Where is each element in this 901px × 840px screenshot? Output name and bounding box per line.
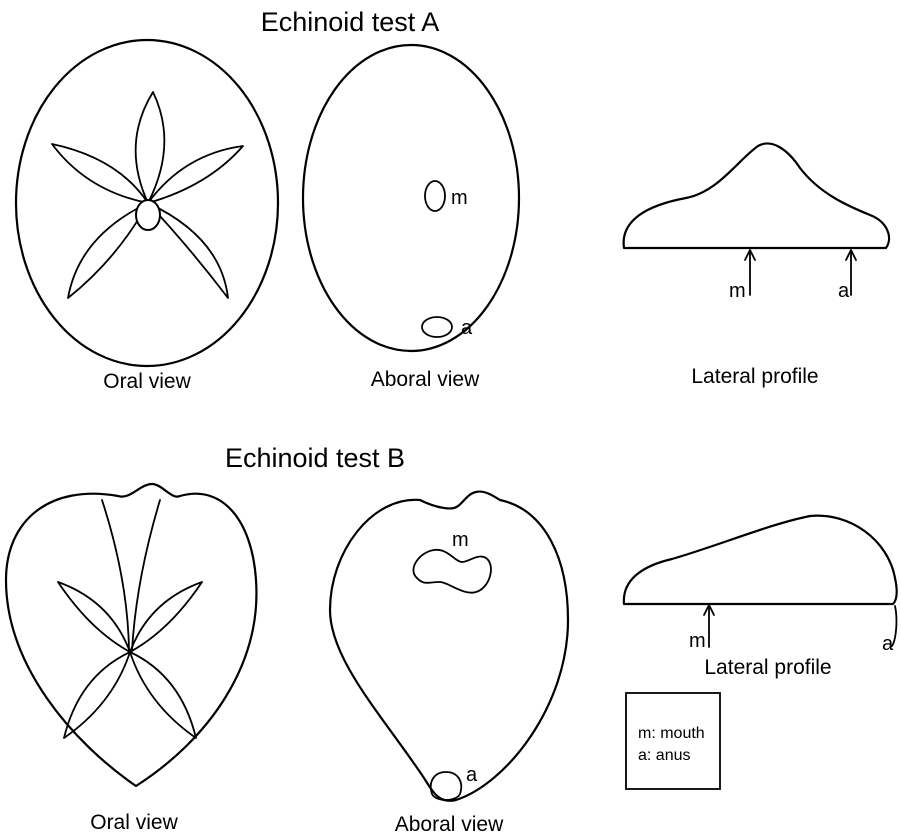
test-b-oral-view xyxy=(6,484,256,786)
test-b-lateral-profile: m a xyxy=(624,516,897,655)
test-a-lateral-caption: Lateral profile xyxy=(691,365,818,388)
test-b-oral-caption: Oral view xyxy=(90,811,178,834)
test-b-lateral-mouth-label: m xyxy=(689,630,706,652)
test-a-aboral-caption: Aboral view xyxy=(371,368,480,391)
petal xyxy=(130,652,196,738)
petal xyxy=(64,652,130,738)
test-b-lateral-outline xyxy=(624,516,897,604)
test-a-title: Echinoid test A xyxy=(261,7,440,37)
test-a-lateral-outline xyxy=(624,143,889,248)
test-b-aboral-mouth xyxy=(413,550,491,593)
petal xyxy=(130,582,202,652)
test-b-oral-groove xyxy=(102,500,129,651)
test-a-aboral-mouth xyxy=(425,181,445,211)
test-a-oral-petals xyxy=(52,92,243,298)
test-a-aboral-anus-label: a xyxy=(461,317,473,339)
test-a-aboral-anus xyxy=(422,317,452,337)
test-b-title: Echinoid test B xyxy=(225,443,405,473)
test-a-lateral-profile: m a xyxy=(624,143,889,302)
legend-mouth: m: mouth xyxy=(638,725,705,742)
test-a-oral-mouth xyxy=(136,200,160,230)
legend-anus: a: anus xyxy=(638,747,690,764)
petal xyxy=(58,582,130,652)
test-b-lateral-caption: Lateral profile xyxy=(704,656,831,679)
test-b-aboral-view: m a xyxy=(330,492,568,801)
test-b-aboral-caption: Aboral view xyxy=(395,813,504,836)
test-b-aboral-outline xyxy=(330,492,568,801)
test-a-aboral-view: m a xyxy=(303,45,519,351)
test-b-oral-groove xyxy=(132,500,160,651)
test-b-oral-outline xyxy=(6,484,256,786)
test-a-oral-view xyxy=(16,40,278,366)
test-b-aboral-mouth-label: m xyxy=(452,529,469,551)
test-a-aboral-mouth-label: m xyxy=(451,187,468,209)
test-a-lateral-mouth-label: m xyxy=(729,280,746,302)
petal xyxy=(148,146,243,203)
test-b-aboral-anus xyxy=(431,772,461,800)
legend: m: mouth a: anus xyxy=(626,693,720,789)
test-b-aboral-anus-label: a xyxy=(466,764,478,786)
test-b-oral-petals xyxy=(58,582,202,738)
petal xyxy=(52,144,148,203)
petal xyxy=(136,92,165,203)
test-a-lateral-anus-label: a xyxy=(838,280,850,302)
test-a-oral-caption: Oral view xyxy=(103,370,191,393)
test-a-aboral-outline xyxy=(303,45,519,351)
test-b-lateral-anus-label: a xyxy=(882,633,894,655)
